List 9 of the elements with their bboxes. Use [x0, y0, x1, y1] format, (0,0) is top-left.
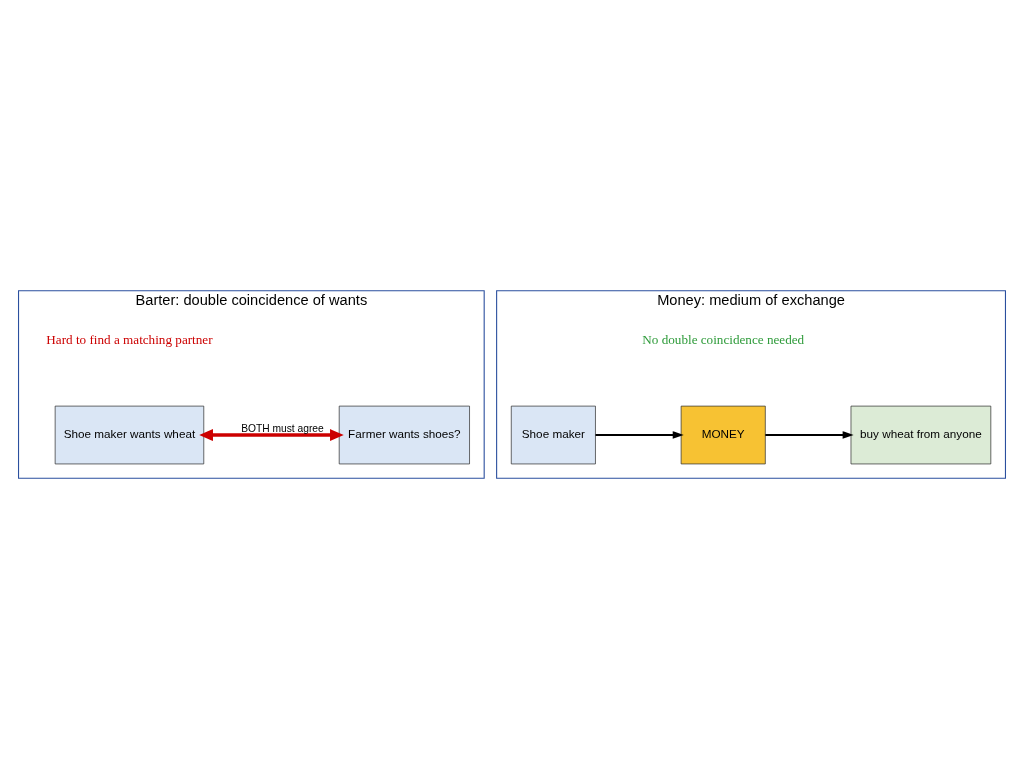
node-box: Shoe maker: [510, 405, 596, 464]
arrow: [764, 430, 854, 439]
node-box: buy wheat from anyone: [850, 405, 992, 464]
arrow: [594, 430, 684, 439]
arrow: [199, 428, 344, 441]
node-box: Farmer wants shoes?: [338, 405, 470, 464]
node-box: MONEY: [680, 405, 766, 464]
node-box: Shoe maker wants wheat: [54, 405, 205, 464]
edge-label: BOTH must agree: [241, 422, 324, 434]
